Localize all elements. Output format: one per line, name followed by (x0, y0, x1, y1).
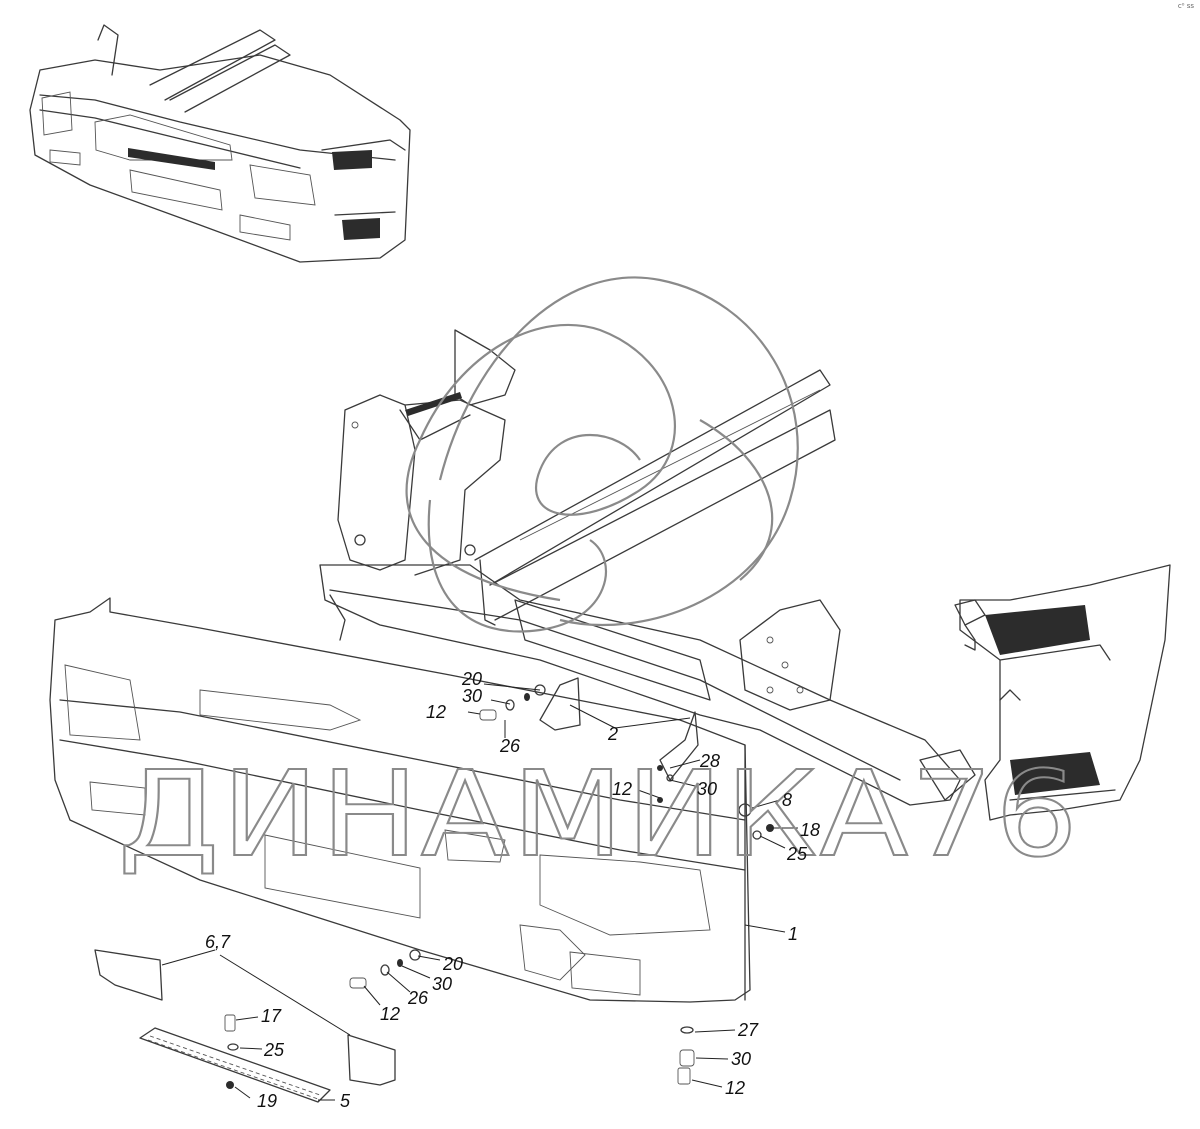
overview-bumper (29, 24, 411, 263)
callout-labels: 20 30 12 26 2 28 12 30 8 18 25 1 6,7 20 … (205, 669, 820, 1111)
grille-5 (139, 1027, 331, 1103)
callout-20: 20 (442, 954, 463, 974)
callout-27: 27 (737, 1020, 759, 1040)
callout-25: 25 (263, 1040, 285, 1060)
callout-20: 20 (461, 669, 482, 689)
callout-19: 19 (257, 1091, 277, 1111)
callout-12: 12 (380, 1004, 400, 1024)
callout-17: 17 (261, 1006, 282, 1026)
callout-5: 5 (340, 1091, 351, 1111)
callout-30: 30 (731, 1049, 751, 1069)
frame-assembly (319, 329, 976, 806)
callout-6-7: 6,7 (205, 932, 231, 952)
callout-25: 25 (786, 844, 808, 864)
callout-30: 30 (697, 779, 717, 799)
corner-caps (94, 949, 396, 1086)
callout-12: 12 (612, 779, 632, 799)
callout-8: 8 (782, 790, 792, 810)
bracket-2 (539, 677, 699, 781)
callout-30: 30 (432, 974, 452, 994)
callout-28: 28 (699, 751, 720, 771)
callout-30: 30 (462, 686, 482, 706)
callout-2: 2 (607, 724, 618, 744)
fasteners (224, 684, 774, 1089)
callout-12: 12 (725, 1078, 745, 1098)
callout-1: 1 (788, 924, 798, 944)
callout-18: 18 (800, 820, 820, 840)
leader-lines (161, 683, 798, 1101)
callout-12: 12 (426, 702, 446, 722)
callout-26: 26 (499, 736, 521, 756)
main-bumper (49, 597, 751, 1003)
watermark: ДИНАМИКА76 (117, 276, 1080, 884)
corner-mark: c⁰ ss (1177, 2, 1194, 10)
watermark-text: ДИНАМИКА76 (118, 745, 1080, 883)
callout-26: 26 (407, 988, 429, 1008)
step-fender (954, 564, 1171, 821)
